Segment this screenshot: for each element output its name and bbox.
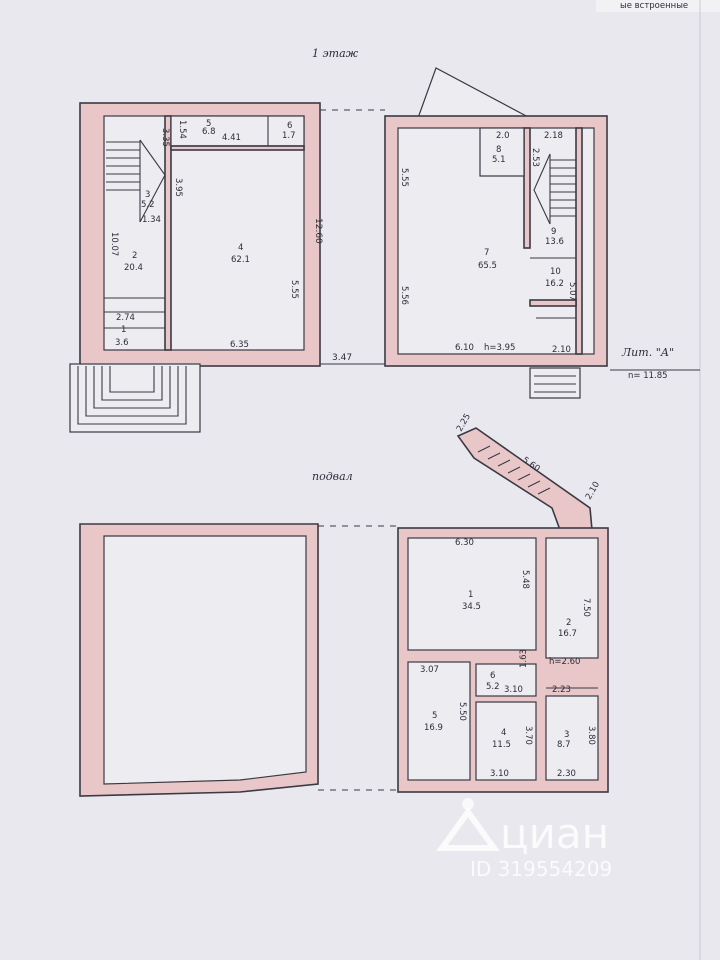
- room-7-area: 65.5: [478, 261, 497, 271]
- basement-room-4-number: 4: [501, 728, 506, 738]
- watermark-brand: циан: [500, 809, 609, 858]
- basement-room-4-box: [475, 701, 537, 781]
- room-9-area: 13.6: [545, 237, 564, 247]
- room-8-area: 5.1: [492, 155, 506, 165]
- room-7-number: 7: [484, 248, 489, 258]
- floor1-right-wall-2: [529, 299, 577, 307]
- corner-sheet: [596, 0, 720, 12]
- basement-dim-3-07: 3.07: [420, 665, 439, 675]
- dim-3-95: 3.95: [173, 178, 183, 197]
- basement-dim-7-50: 7.50: [581, 598, 591, 617]
- room-10-area: 16.2: [545, 279, 564, 289]
- dim-2-0: 2.0: [496, 131, 510, 141]
- basement-dim-6-30: 6.30: [455, 538, 474, 548]
- basement-dim-1-63: 1.63: [519, 649, 529, 668]
- corner-text: ые встроенные: [620, 1, 688, 11]
- dim-2-74: 2.74: [116, 313, 135, 323]
- room-8-number: 8: [496, 145, 501, 155]
- dim-10-07: 10.07: [109, 232, 119, 256]
- room-3-number: 3: [145, 190, 150, 200]
- basement-dim-3-80: 3.80: [586, 726, 596, 745]
- dim-6-10: 6.10: [455, 343, 474, 353]
- basement-dim-5-48: 5.48: [520, 570, 530, 589]
- dim-5-07: 5.07: [567, 282, 577, 301]
- basement-room-6-number: 6: [490, 671, 495, 681]
- room-4-area: 62.1: [231, 255, 250, 265]
- basement-room-5-area: 16.9: [424, 723, 443, 733]
- basement-room-1-box: [407, 537, 537, 651]
- lit-number: n= 11.85: [628, 371, 668, 381]
- dim-2-10: 2.10: [552, 345, 571, 355]
- dim-5-55: 5.55: [289, 280, 299, 299]
- basement-title: подвал: [312, 470, 353, 483]
- watermark-logo-icon: [436, 798, 500, 851]
- dim-6-35: 6.35: [230, 340, 249, 350]
- basement-dim-3-70: 3.70: [523, 726, 533, 745]
- floor1-left-block: 1 3.6 2 20.4 3 5.2 4 62.1 5 6.8 6 1.7 3.…: [69, 102, 323, 433]
- floor1-left-staircase: [106, 139, 166, 223]
- basement-room-5-number: 5: [432, 711, 437, 721]
- basement-room-2-number: 2: [566, 618, 571, 628]
- basement-dim-3-10-bottom: 3.10: [490, 769, 509, 779]
- basement-room-3-number: 3: [564, 730, 569, 740]
- room-1-number: 1: [121, 325, 126, 335]
- room-10-number: 10: [550, 267, 561, 277]
- height-3-95: h=3.95: [484, 343, 515, 353]
- basement-left-interior: [103, 535, 307, 785]
- dim-12-60: 12.60: [313, 218, 323, 244]
- floor1-right-east-partition: [575, 127, 583, 355]
- watermark: циан ID 319554209: [436, 798, 612, 881]
- basement-entry-stair: [477, 445, 551, 495]
- room-2-area: 20.4: [124, 263, 143, 273]
- room-2-number: 2: [132, 251, 137, 261]
- basement-room-6-area: 5.2: [486, 682, 500, 692]
- room-6-area: 1.7: [282, 131, 296, 141]
- dim-3-47: 3.47: [332, 353, 352, 363]
- floor1-title: 1 этаж: [312, 47, 359, 60]
- basement-dim-3-10-top: 3.10: [504, 685, 523, 695]
- floor1-left-porch: [69, 363, 201, 433]
- basement-room-2-box: [545, 537, 599, 659]
- basement-room-3-area: 8.7: [557, 740, 571, 750]
- basement-room-4-area: 11.5: [492, 740, 511, 750]
- floor1-right-steps: [529, 367, 581, 399]
- room-3-area: 5.2: [141, 200, 155, 210]
- basement-dim-2-23: 2.23: [552, 685, 571, 695]
- dim-4-41: 4.41: [222, 133, 241, 143]
- lit-label: Лит. "А": [621, 346, 674, 359]
- dim-3-35: 3.35: [160, 128, 170, 147]
- basement-room-3-box: [545, 695, 599, 781]
- basement-height-2-60: h=2.60: [549, 657, 580, 667]
- floor1-right-partition: [523, 127, 531, 249]
- room-6-number: 6: [287, 121, 292, 131]
- room-9-number: 9: [551, 227, 556, 237]
- dim-2-53: 2.53: [530, 148, 540, 167]
- floor1-left-partition: [164, 115, 172, 351]
- dim-5-55-right: 5.55: [399, 168, 409, 187]
- basement-dim-5-50: 5.50: [457, 702, 467, 721]
- floor1-right-room-8-box: [479, 127, 525, 177]
- floor1-right-staircase: [533, 153, 576, 225]
- dim-1-34: 1.34: [142, 215, 161, 225]
- room-4-number: 4: [238, 243, 243, 253]
- basement-left-block: [79, 523, 319, 797]
- dim-1-54: 1.54: [177, 120, 187, 139]
- floor1-right-block: 7 65.5 8 5.1 9 13.6 10 16.2 2.0 2.18 2.5…: [384, 67, 608, 399]
- basement-room-1-area: 34.5: [462, 602, 481, 612]
- basement-room-1-number: 1: [468, 590, 473, 600]
- basement-room-6-box: [475, 663, 537, 697]
- dim-2-18: 2.18: [544, 131, 563, 141]
- watermark-id: ID 319554209: [470, 857, 612, 881]
- basement-dim-2-30: 2.30: [557, 769, 576, 779]
- basement-room-5-box: [407, 661, 471, 781]
- room-5-number: 5: [206, 119, 211, 129]
- floor1-left-small-rooms: [170, 115, 305, 147]
- dim-5-56: 5.56: [399, 286, 409, 305]
- floor1-left-small-wall: [170, 145, 305, 151]
- room-5-area: 6.8: [202, 127, 216, 137]
- room-1-area: 3.6: [115, 338, 129, 348]
- basement-room-2-area: 16.7: [558, 629, 577, 639]
